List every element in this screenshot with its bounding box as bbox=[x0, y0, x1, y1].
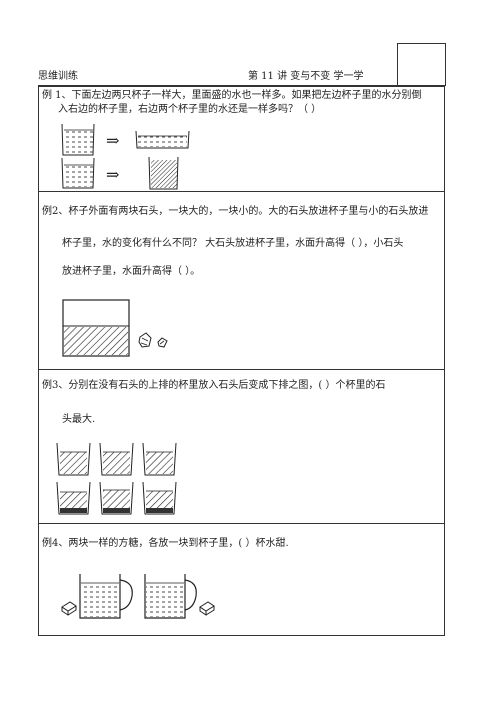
ex1-left-cup-bottom bbox=[61, 157, 95, 189]
example-3-line-1: 例3、分别在没有石头的上排的杯里放入石头后变成下排之图，( ）个杯里的石 bbox=[42, 380, 386, 391]
ex3-beaker-top-1 bbox=[56, 442, 91, 476]
example-4-line-1: 例4、两块一样的方糖，各放一块到杯子里，( ）杯水甜. bbox=[42, 538, 289, 549]
ex3-beaker-top-3 bbox=[142, 442, 177, 476]
ex4-mug-left bbox=[79, 574, 133, 619]
ex1-arrow-bottom: ⇒ bbox=[106, 165, 119, 184]
ex4-mug-right bbox=[144, 574, 197, 619]
ex4-sugar-cube-left bbox=[61, 601, 77, 616]
row-divider-3 bbox=[38, 523, 445, 524]
ex1-right-tall-cup bbox=[148, 156, 179, 190]
ex3-beaker-top-2 bbox=[99, 442, 134, 476]
row-divider-1 bbox=[38, 191, 445, 192]
example-2-line-1: 例2、杯子外面有两块石头，一块大的，一块小的。大的石头放进杯子里与小的石头放进 bbox=[42, 206, 429, 217]
worksheet-table bbox=[38, 86, 445, 636]
row-divider-2 bbox=[38, 369, 445, 370]
ex1-right-wide-cup bbox=[135, 130, 190, 149]
ex2-small-stone bbox=[157, 337, 168, 348]
header-left-title: 思维训练 bbox=[38, 71, 78, 82]
example-3-line-2: 头最大. bbox=[62, 414, 96, 425]
header-underline bbox=[38, 85, 397, 86]
ex3-beaker-bottom-2 bbox=[99, 481, 134, 515]
example-2-line-3: 放进杯子里，水面升高得（ ）。 bbox=[62, 266, 201, 277]
example-1-line-2: 入右边的杯子里，右边两个杯子里的水还是一样多吗？（ ） bbox=[58, 104, 322, 115]
ex3-beaker-bottom-3 bbox=[142, 481, 177, 515]
ex2-big-stone bbox=[138, 332, 152, 348]
ex1-left-cup-top bbox=[61, 123, 95, 156]
ex4-sugar-cube-right bbox=[199, 601, 215, 616]
ex2-water-tank bbox=[62, 299, 130, 357]
example-1-line-1: 例 1、下面左边两只杯子一样大，里面盛的水也一样多。如果把左边杯子里的水分别倒 bbox=[42, 90, 422, 101]
header-lesson-title: 第 11 讲 变与不变 学一学 bbox=[248, 71, 364, 82]
ex3-beaker-bottom-1 bbox=[56, 481, 91, 515]
header-blank-box bbox=[397, 43, 446, 86]
example-2-line-2: 杯子里，水的变化有什么不同？ 大石头放进杯子里，水面升高得（ ），小石头 bbox=[62, 238, 404, 249]
ex1-arrow-top: ⇒ bbox=[106, 131, 119, 150]
